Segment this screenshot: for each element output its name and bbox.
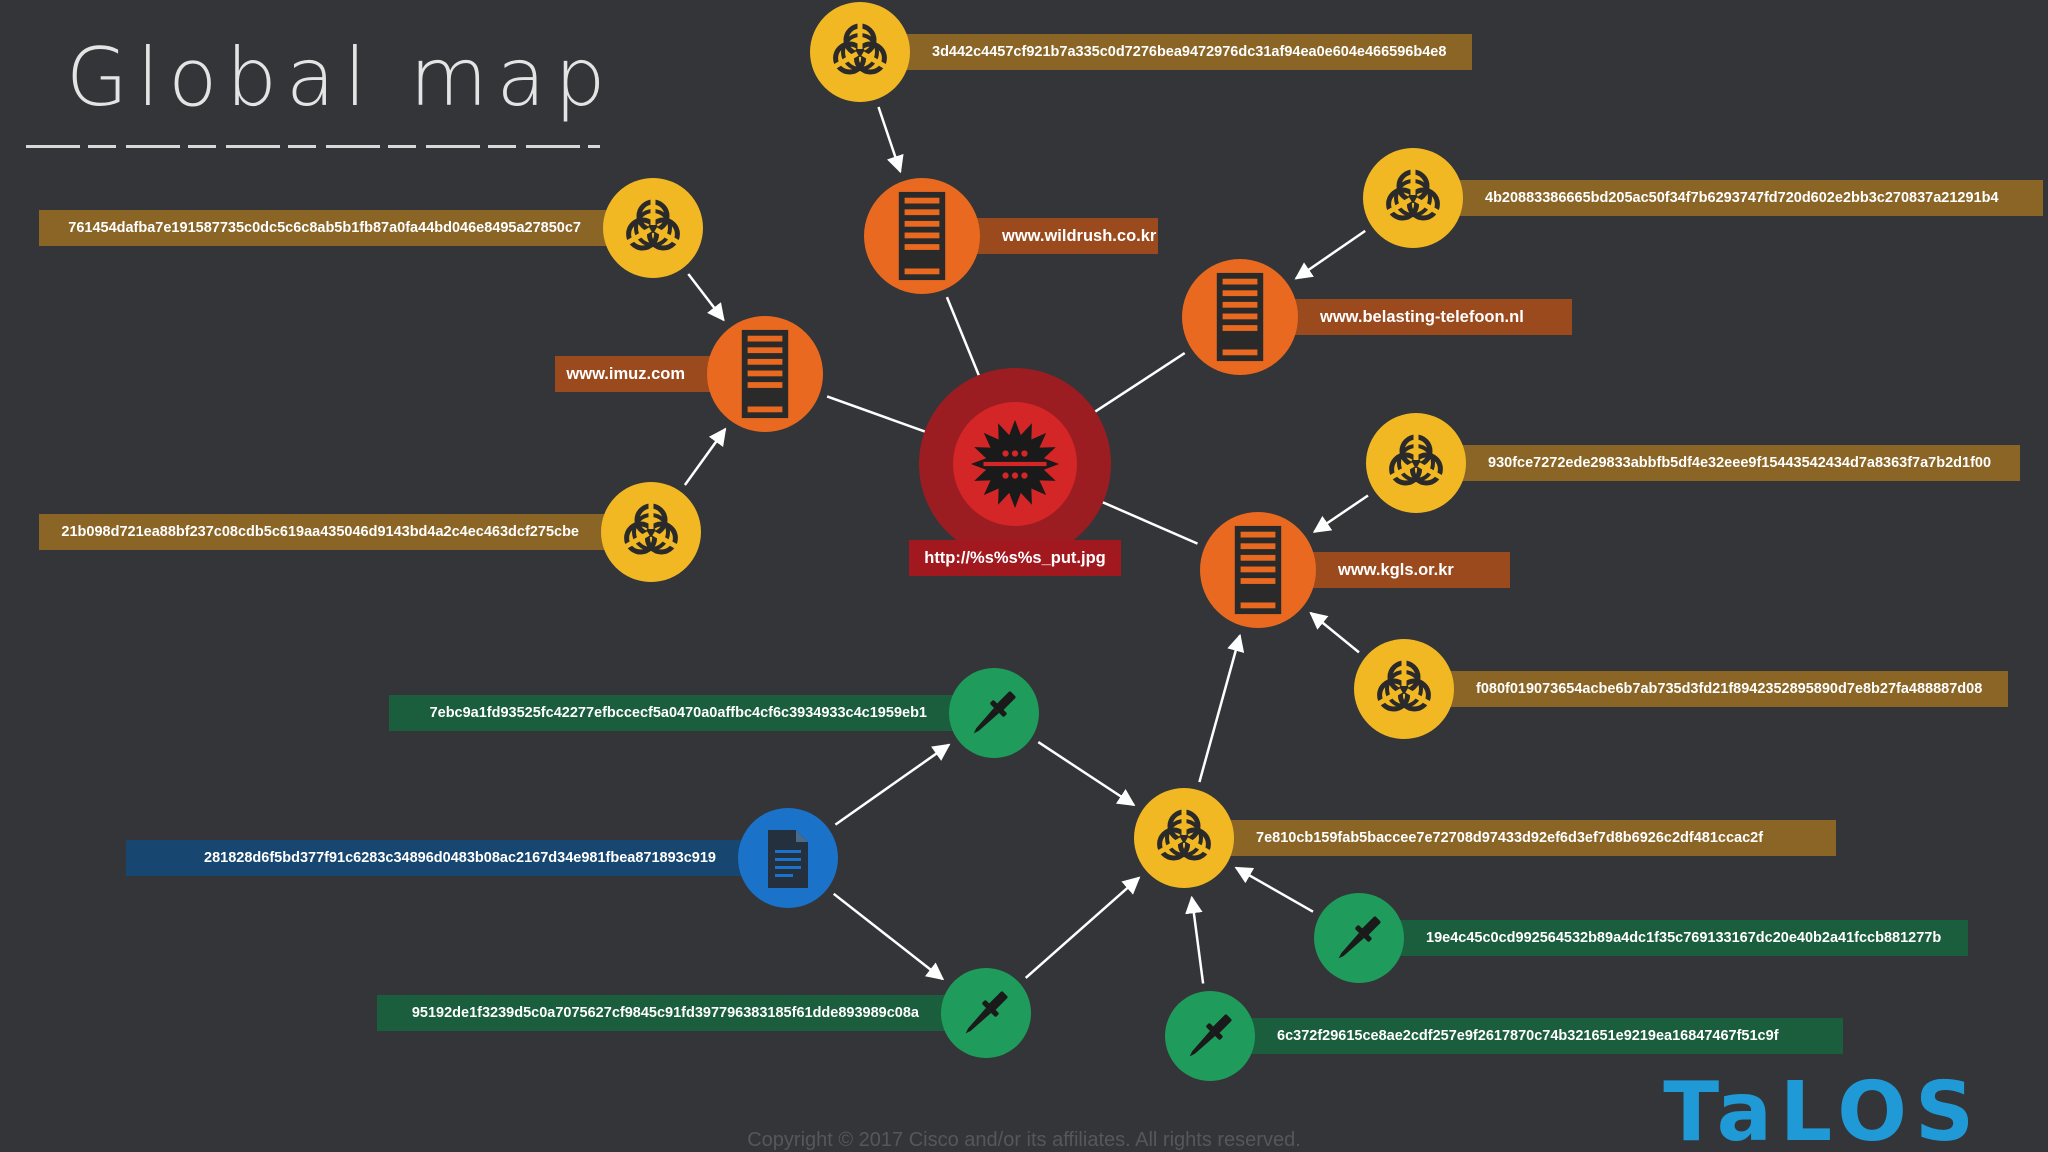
edge-s-21b0-to-srv-imuz — [683, 427, 727, 486]
node-label-box — [555, 356, 715, 392]
server-icon — [741, 329, 789, 419]
edge-s-4b20-to-srv-belasting — [1294, 229, 1366, 280]
title-underline — [26, 145, 600, 148]
node-label-box — [1290, 299, 1572, 335]
node-label: www.wildrush.co.kr — [1001, 227, 1157, 245]
node-d-19e4[interactable]: 19e4c45c0cd992564532b89a4dc1f35c76913316… — [1314, 893, 1968, 983]
node-s-21b0[interactable]: 21b098d721ea88bf237c08cdb5c619aa435046d9… — [39, 482, 701, 582]
node-label: f080f019073654acbe6b7ab735d3fd21f8942352… — [1476, 681, 1982, 697]
node-d-7ebc[interactable]: 7ebc9a1fd93525fc42277efbccecf5a0470a0aff… — [389, 668, 1039, 758]
node-label: 930fce7272ede29833abbfb5df4e32eee9f15443… — [1488, 455, 1991, 471]
server-icon — [898, 191, 946, 281]
node-srv-wildrush[interactable]: www.wildrush.co.kr — [864, 178, 1158, 294]
node-s-4b20[interactable]: 4b20883386665bd205ac50f34f7b6293747fd720… — [1363, 148, 2043, 248]
node-s-f080[interactable]: f080f019073654acbe6b7ab735d3fd21f8942352… — [1354, 639, 2008, 739]
node-label: 95192de1f3239d5c0a7075627cf9845c91fd3977… — [412, 1005, 920, 1021]
node-label-box — [1226, 820, 1836, 856]
node-label-box — [1247, 1018, 1843, 1054]
node-label: http://%s%s%s_put.jpg — [924, 549, 1106, 567]
node-label-box — [377, 995, 949, 1031]
document-icon — [768, 830, 808, 888]
node-label: www.kgls.or.kr — [1337, 561, 1454, 579]
edge-s-7e81-to-srv-kgls — [1198, 633, 1245, 783]
node-label: www.belasting-telefoon.nl — [1319, 308, 1524, 326]
node-d-6c37[interactable]: 6c372f29615ce8ae2cdf257e9f2617870c74b321… — [1165, 991, 1843, 1081]
node-label-box — [389, 695, 957, 731]
node-label-box — [126, 840, 746, 876]
server-icon — [1216, 272, 1264, 362]
edge-s-930f-to-srv-kgls — [1312, 494, 1369, 533]
node-payload[interactable]: http://%s%s%s_put.jpg — [909, 368, 1121, 576]
node-label-box — [1455, 180, 2043, 216]
node-s-7e81[interactable]: 7e810cb159fab5baccee7e72708d97433d92ef6d… — [1134, 788, 1836, 888]
node-srv-kgls[interactable]: www.kgls.or.kr — [1200, 512, 1510, 628]
node-label: 4b20883386665bd205ac50f34f7b6293747fd720… — [1485, 190, 1999, 206]
edge-d-19e4-to-s-7e81 — [1234, 866, 1314, 913]
node-label-box — [1308, 552, 1510, 588]
node-s-3d44[interactable]: 3d442c4457cf921b7a335c0d7276bea9472976dc… — [810, 2, 1472, 102]
copyright-notice: Copyright © 2017 Cisco and/or its affili… — [747, 1129, 1301, 1151]
edge-s-7614-to-srv-imuz — [687, 273, 725, 322]
node-label-box — [1458, 445, 2020, 481]
edge-d-9519-to-s-7e81 — [1024, 876, 1141, 979]
node-label-box — [39, 210, 611, 246]
node-label-box — [909, 540, 1121, 576]
edge-d-6c37-to-s-7e81 — [1185, 895, 1205, 984]
node-label: 7ebc9a1fd93525fc42277efbccecf5a0470a0aff… — [430, 705, 927, 721]
edge-doc-2818-to-d-9519 — [832, 892, 945, 981]
node-srv-belasting[interactable]: www.belasting-telefoon.nl — [1182, 259, 1572, 375]
talos-logo: TaLOS — [1663, 1065, 1982, 1152]
node-s-7614[interactable]: 761454dafba7e191587735c0dc5c6c8ab5b1fb87… — [39, 178, 703, 278]
node-label: 19e4c45c0cd992564532b89a4dc1f35c76913316… — [1426, 930, 1941, 946]
node-label-box — [902, 34, 1472, 70]
node-label-box — [1396, 920, 1968, 956]
nodes-layer: http://%s%s%s_put.jpg www.wildrush.co.kr w… — [39, 2, 2043, 1081]
malware-icon — [970, 419, 1060, 509]
node-label: 21b098d721ea88bf237c08cdb5c619aa435046d9… — [61, 524, 579, 540]
edge-s-3d44-to-srv-wildrush — [877, 106, 904, 174]
node-d-9519[interactable]: 95192de1f3239d5c0a7075627cf9845c91fd3977… — [377, 968, 1031, 1058]
server-icon — [1234, 525, 1282, 615]
node-label: 6c372f29615ce8ae2cdf257e9f2617870c74b321… — [1277, 1028, 1779, 1044]
node-label: 7e810cb159fab5baccee7e72708d97433d92ef6d… — [1256, 830, 1763, 846]
edge-d-7ebc-to-s-7e81 — [1037, 741, 1136, 807]
node-label-box — [1446, 671, 2008, 707]
node-label: 281828d6f5bd377f91c6283c34896d0483b08ac2… — [204, 850, 716, 866]
node-srv-imuz[interactable]: www.imuz.com — [555, 316, 823, 432]
node-label: 3d442c4457cf921b7a335c0d7276bea9472976dc… — [932, 44, 1446, 60]
node-label-box — [39, 514, 609, 550]
page-title: Global map — [66, 31, 615, 124]
node-s-930f[interactable]: 930fce7272ede29833abbfb5df4e32eee9f15443… — [1366, 413, 2020, 513]
node-label: 761454dafba7e191587735c0dc5c6c8ab5b1fb87… — [68, 220, 581, 236]
node-label-box — [972, 218, 1158, 254]
node-label: www.imuz.com — [565, 365, 685, 383]
edge-s-f080-to-srv-kgls — [1309, 611, 1360, 654]
edge-doc-2818-to-d-7ebc — [834, 743, 951, 826]
node-doc-2818[interactable]: 281828d6f5bd377f91c6283c34896d0483b08ac2… — [126, 808, 838, 908]
